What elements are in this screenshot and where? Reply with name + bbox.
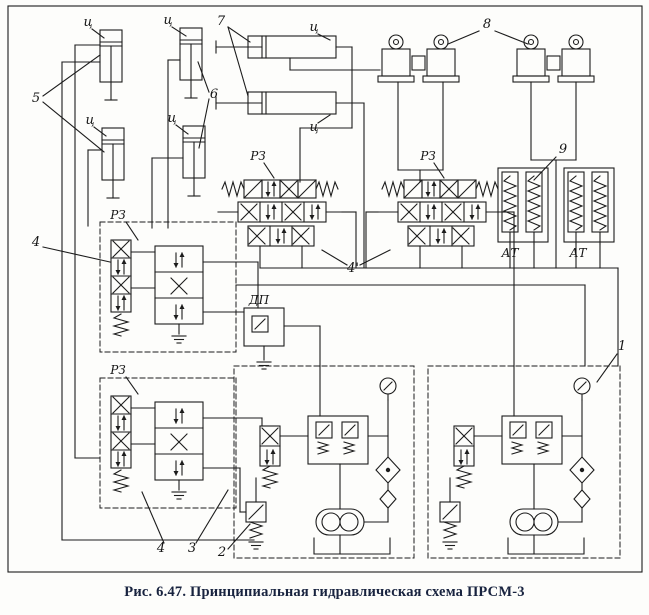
label-at-right: АТ — [568, 246, 587, 260]
dp-valve — [243, 307, 285, 370]
pipe-network — [61, 44, 619, 541]
accumulator-group-left — [497, 167, 549, 245]
directional-valve — [111, 240, 223, 343]
accumulator — [525, 171, 543, 245]
schematic: ц ц ц ц ц ц 5 6 7 8 9 4 4' 4 3 2 1 РЗ — [7, 5, 643, 573]
directional-valve — [111, 396, 223, 499]
label-rz-center-left: РЗ — [249, 149, 266, 163]
valve-assembly-lower-left — [99, 377, 237, 509]
label-1: 1 — [618, 339, 626, 354]
label-cylinder: ц — [309, 120, 318, 135]
valve-assembly-upper-left — [99, 221, 237, 353]
accumulator — [567, 171, 585, 245]
figure-caption: Рис. 6.47. Принципиальная гидравлическая… — [124, 584, 525, 600]
motor — [377, 34, 415, 83]
label-rz-center-right: РЗ — [419, 149, 436, 163]
accumulator-group-right — [563, 167, 615, 245]
accumulator — [501, 171, 519, 245]
label-2: 2 — [217, 545, 226, 560]
label-7: 7 — [217, 14, 226, 29]
frame — [7, 5, 643, 573]
label-cylinder: ц — [167, 111, 176, 126]
pump-unit-left — [233, 366, 415, 559]
label-8: 8 — [483, 17, 491, 32]
label-6: 6 — [210, 87, 218, 102]
pump-unit-right — [427, 366, 621, 559]
label-rz-lower-left: РЗ — [109, 363, 126, 377]
motor — [512, 34, 550, 83]
label-4-upper: 4 — [31, 235, 40, 250]
label-4-prime: 4' — [346, 261, 359, 276]
label-cylinder: ц — [163, 13, 172, 28]
hydraulic-cylinder — [99, 29, 123, 101]
label-9: 9 — [559, 142, 567, 157]
hydraulic-cylinder — [101, 127, 125, 199]
motor-group-right — [512, 34, 595, 83]
label-rz-upper-left: РЗ — [109, 208, 126, 222]
control-valve-center-left — [218, 180, 342, 268]
motor-group-left — [377, 34, 460, 83]
accumulator — [591, 171, 609, 245]
hydraulic-cylinder — [215, 91, 337, 115]
label-4-lower: 4 — [156, 541, 165, 556]
labels: ц ц ц ц ц ц 5 6 7 8 9 4 4' 4 3 2 1 РЗ — [31, 13, 626, 560]
label-5: 5 — [32, 91, 40, 106]
label-cylinder: ц — [309, 20, 318, 35]
control-valve-center-right — [378, 180, 502, 268]
pump-station — [246, 366, 400, 554]
label-at-left: АТ — [500, 246, 519, 260]
label-3: 3 — [188, 541, 196, 556]
coupling — [411, 55, 426, 71]
pump-station — [440, 366, 594, 554]
label-dp: ДП — [248, 293, 270, 307]
motor — [557, 34, 595, 83]
coupling — [546, 55, 561, 71]
label-cylinder: ц — [83, 15, 92, 30]
label-cylinder: ц — [85, 113, 94, 128]
